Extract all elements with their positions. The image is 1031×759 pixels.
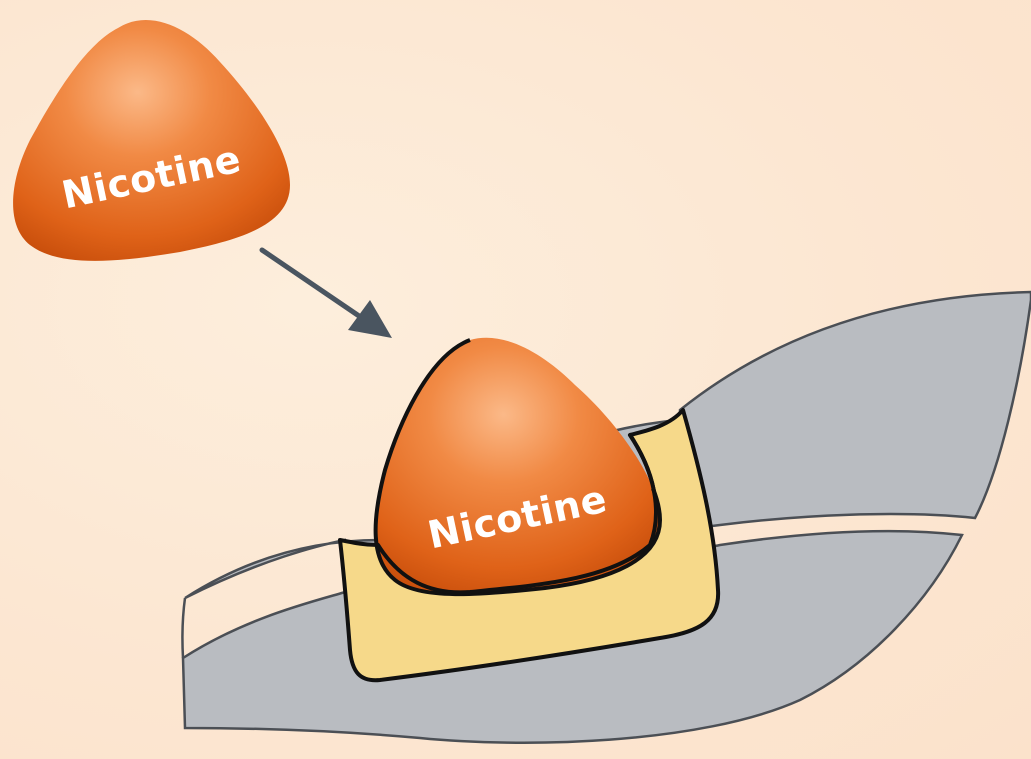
nicotine-shape-bound <box>376 338 660 594</box>
nicotine-shape-free <box>13 20 290 261</box>
nicotine-molecule-free: Nicotine <box>13 20 290 261</box>
membrane-front-edge <box>182 598 185 658</box>
binding-arrow <box>262 250 392 338</box>
nicotine-molecule-bound: Nicotine <box>376 338 660 594</box>
